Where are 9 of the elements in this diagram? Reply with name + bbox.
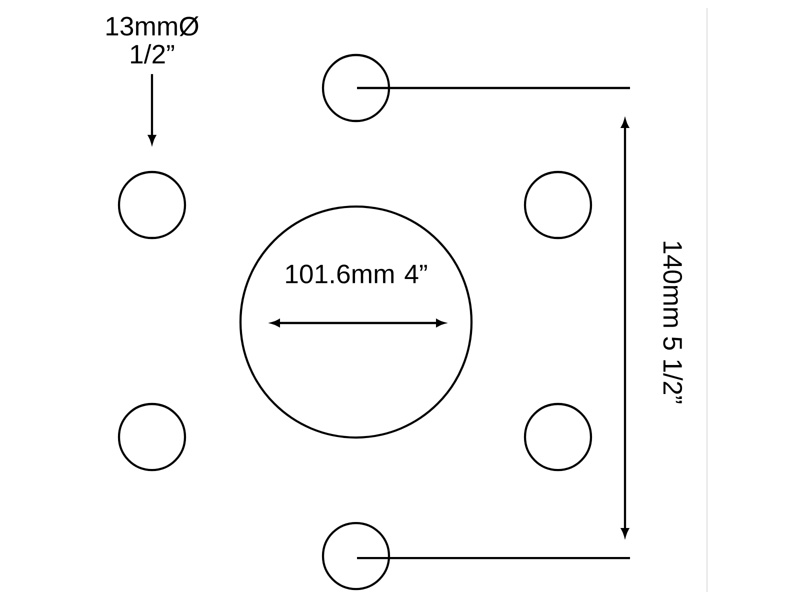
bolt-hole <box>322 54 390 122</box>
dimension-text: 13mmØ 1/2” <box>106 16 198 64</box>
bolt-hole <box>524 402 592 472</box>
dimension-text: 140mm 5 1/2” <box>663 242 683 404</box>
bolt-hole <box>524 170 592 240</box>
bolt-hole <box>118 402 186 472</box>
bolt-hole <box>118 170 186 240</box>
bolt-hole <box>322 522 390 590</box>
leader-arrow <box>148 74 156 144</box>
